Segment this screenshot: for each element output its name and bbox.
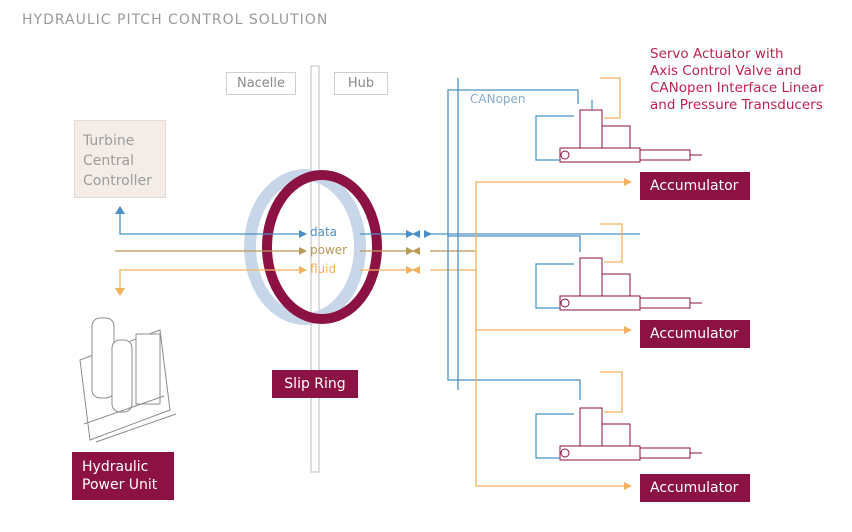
servo-caption-line-4: and Pressure Transducers xyxy=(650,97,823,113)
hpu-label-line-2: Power Unit xyxy=(82,477,158,493)
data-flow-label: data xyxy=(310,225,338,239)
hub-label: Hub xyxy=(334,72,388,95)
nacelle-label: Nacelle xyxy=(226,72,296,95)
servo-actuator-2 xyxy=(559,257,702,311)
servo-caption-line-2: Axis Control Valve and xyxy=(650,63,802,79)
hpu-fluid-arrow xyxy=(115,288,125,296)
hydraulic-power-unit-graphic xyxy=(79,317,177,443)
turbine-data-arrow xyxy=(115,206,125,214)
accumulator-1: Accumulator xyxy=(640,172,750,200)
servo-actuator-1 xyxy=(559,109,702,163)
slip-ring-graphic xyxy=(244,169,382,325)
data-flow-lines xyxy=(119,212,640,238)
fluid-flow-lines xyxy=(119,266,476,292)
servo-actuator-caption: Servo Actuator with Axis Control Valve a… xyxy=(650,46,846,114)
turbine-label-line-3: Controller xyxy=(83,173,152,189)
canopen-label: CANopen xyxy=(470,92,526,106)
nacelle-hub-divider xyxy=(310,65,320,473)
diagram-title: HYDRAULIC PITCH CONTROL SOLUTION xyxy=(22,12,329,28)
turbine-label-line-1: Turbine xyxy=(83,133,135,149)
hub-data-distribution xyxy=(447,78,581,400)
servo-caption-line-1: Servo Actuator with xyxy=(650,46,784,62)
turbine-central-controller: Turbine Central Controller xyxy=(74,120,166,198)
turbine-label-line-2: Central xyxy=(83,153,134,169)
servo-actuator-3 xyxy=(559,407,702,461)
power-flow-label: power xyxy=(310,243,348,257)
slip-ring-label: Slip Ring xyxy=(272,370,358,398)
accumulator-2: Accumulator xyxy=(640,320,750,348)
fluid-flow-label: fluid xyxy=(310,262,337,276)
servo-caption-line-3: CANopen Interface Linear xyxy=(650,80,824,96)
hpu-label-line-1: Hydraulic xyxy=(82,459,149,475)
accumulator-3: Accumulator xyxy=(640,474,750,502)
hydraulic-power-unit-label: Hydraulic Power Unit xyxy=(72,452,174,500)
hub-fluid-distribution xyxy=(475,77,630,487)
